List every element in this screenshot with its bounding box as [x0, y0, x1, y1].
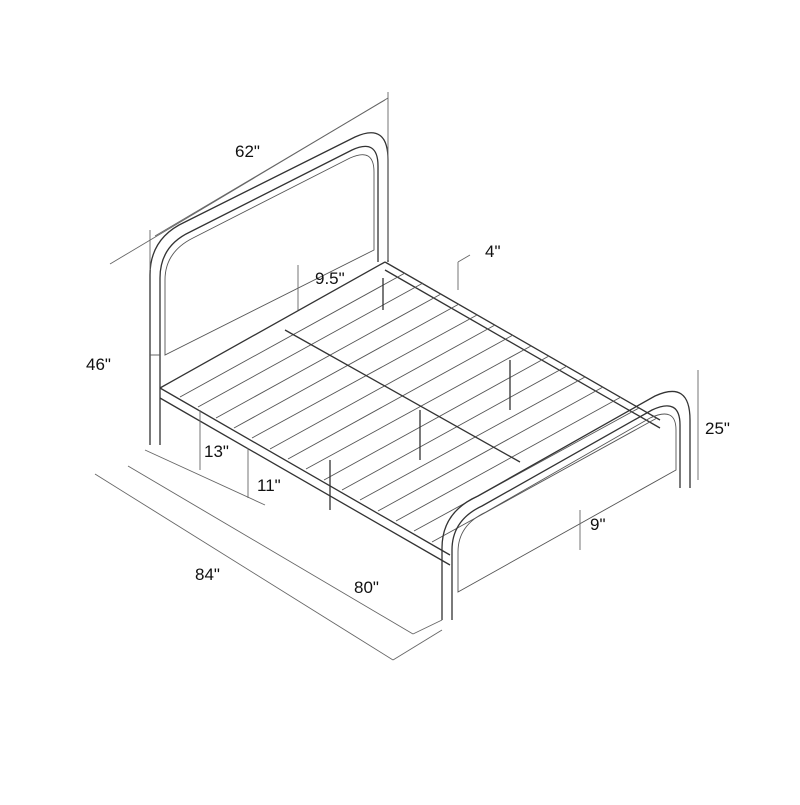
headboard-height-label: 46" — [86, 355, 111, 374]
headboard — [149, 132, 389, 445]
dimension-lines — [94, 92, 699, 661]
footboard-height-label: 25" — [705, 419, 730, 438]
slat-spacing-label: 4" — [485, 242, 501, 261]
slats — [179, 272, 658, 543]
underbed-clearance-label: 11" — [257, 476, 281, 495]
support-legs — [329, 278, 511, 510]
overall-length-label: 84" — [195, 565, 220, 584]
footboard — [441, 390, 691, 620]
headboard-width-label: 62" — [235, 142, 260, 161]
headboard-gap-label: 9.5" — [315, 269, 345, 288]
inner-length-label: 80" — [354, 578, 379, 597]
footboard-clearance-label: 9" — [590, 515, 606, 534]
rail-height-label: 13" — [204, 442, 229, 461]
side-rails — [159, 261, 661, 566]
